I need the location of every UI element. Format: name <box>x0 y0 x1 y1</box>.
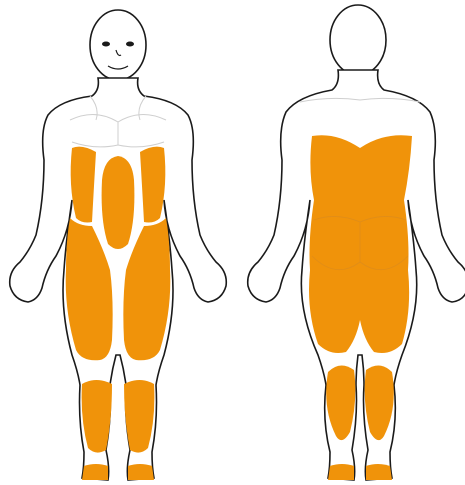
back-view-figure <box>248 5 465 480</box>
back-foot-right <box>366 464 392 480</box>
front-foot-left <box>82 464 108 480</box>
front-view-figure <box>10 10 227 480</box>
right-eye <box>126 42 134 47</box>
front-abdominals <box>102 156 135 249</box>
back-foot-left <box>328 464 354 480</box>
back-head <box>330 5 386 75</box>
back-lower-back-glutes-hamstrings <box>309 135 412 353</box>
front-foot-right <box>128 464 154 480</box>
left-eye <box>102 42 110 47</box>
